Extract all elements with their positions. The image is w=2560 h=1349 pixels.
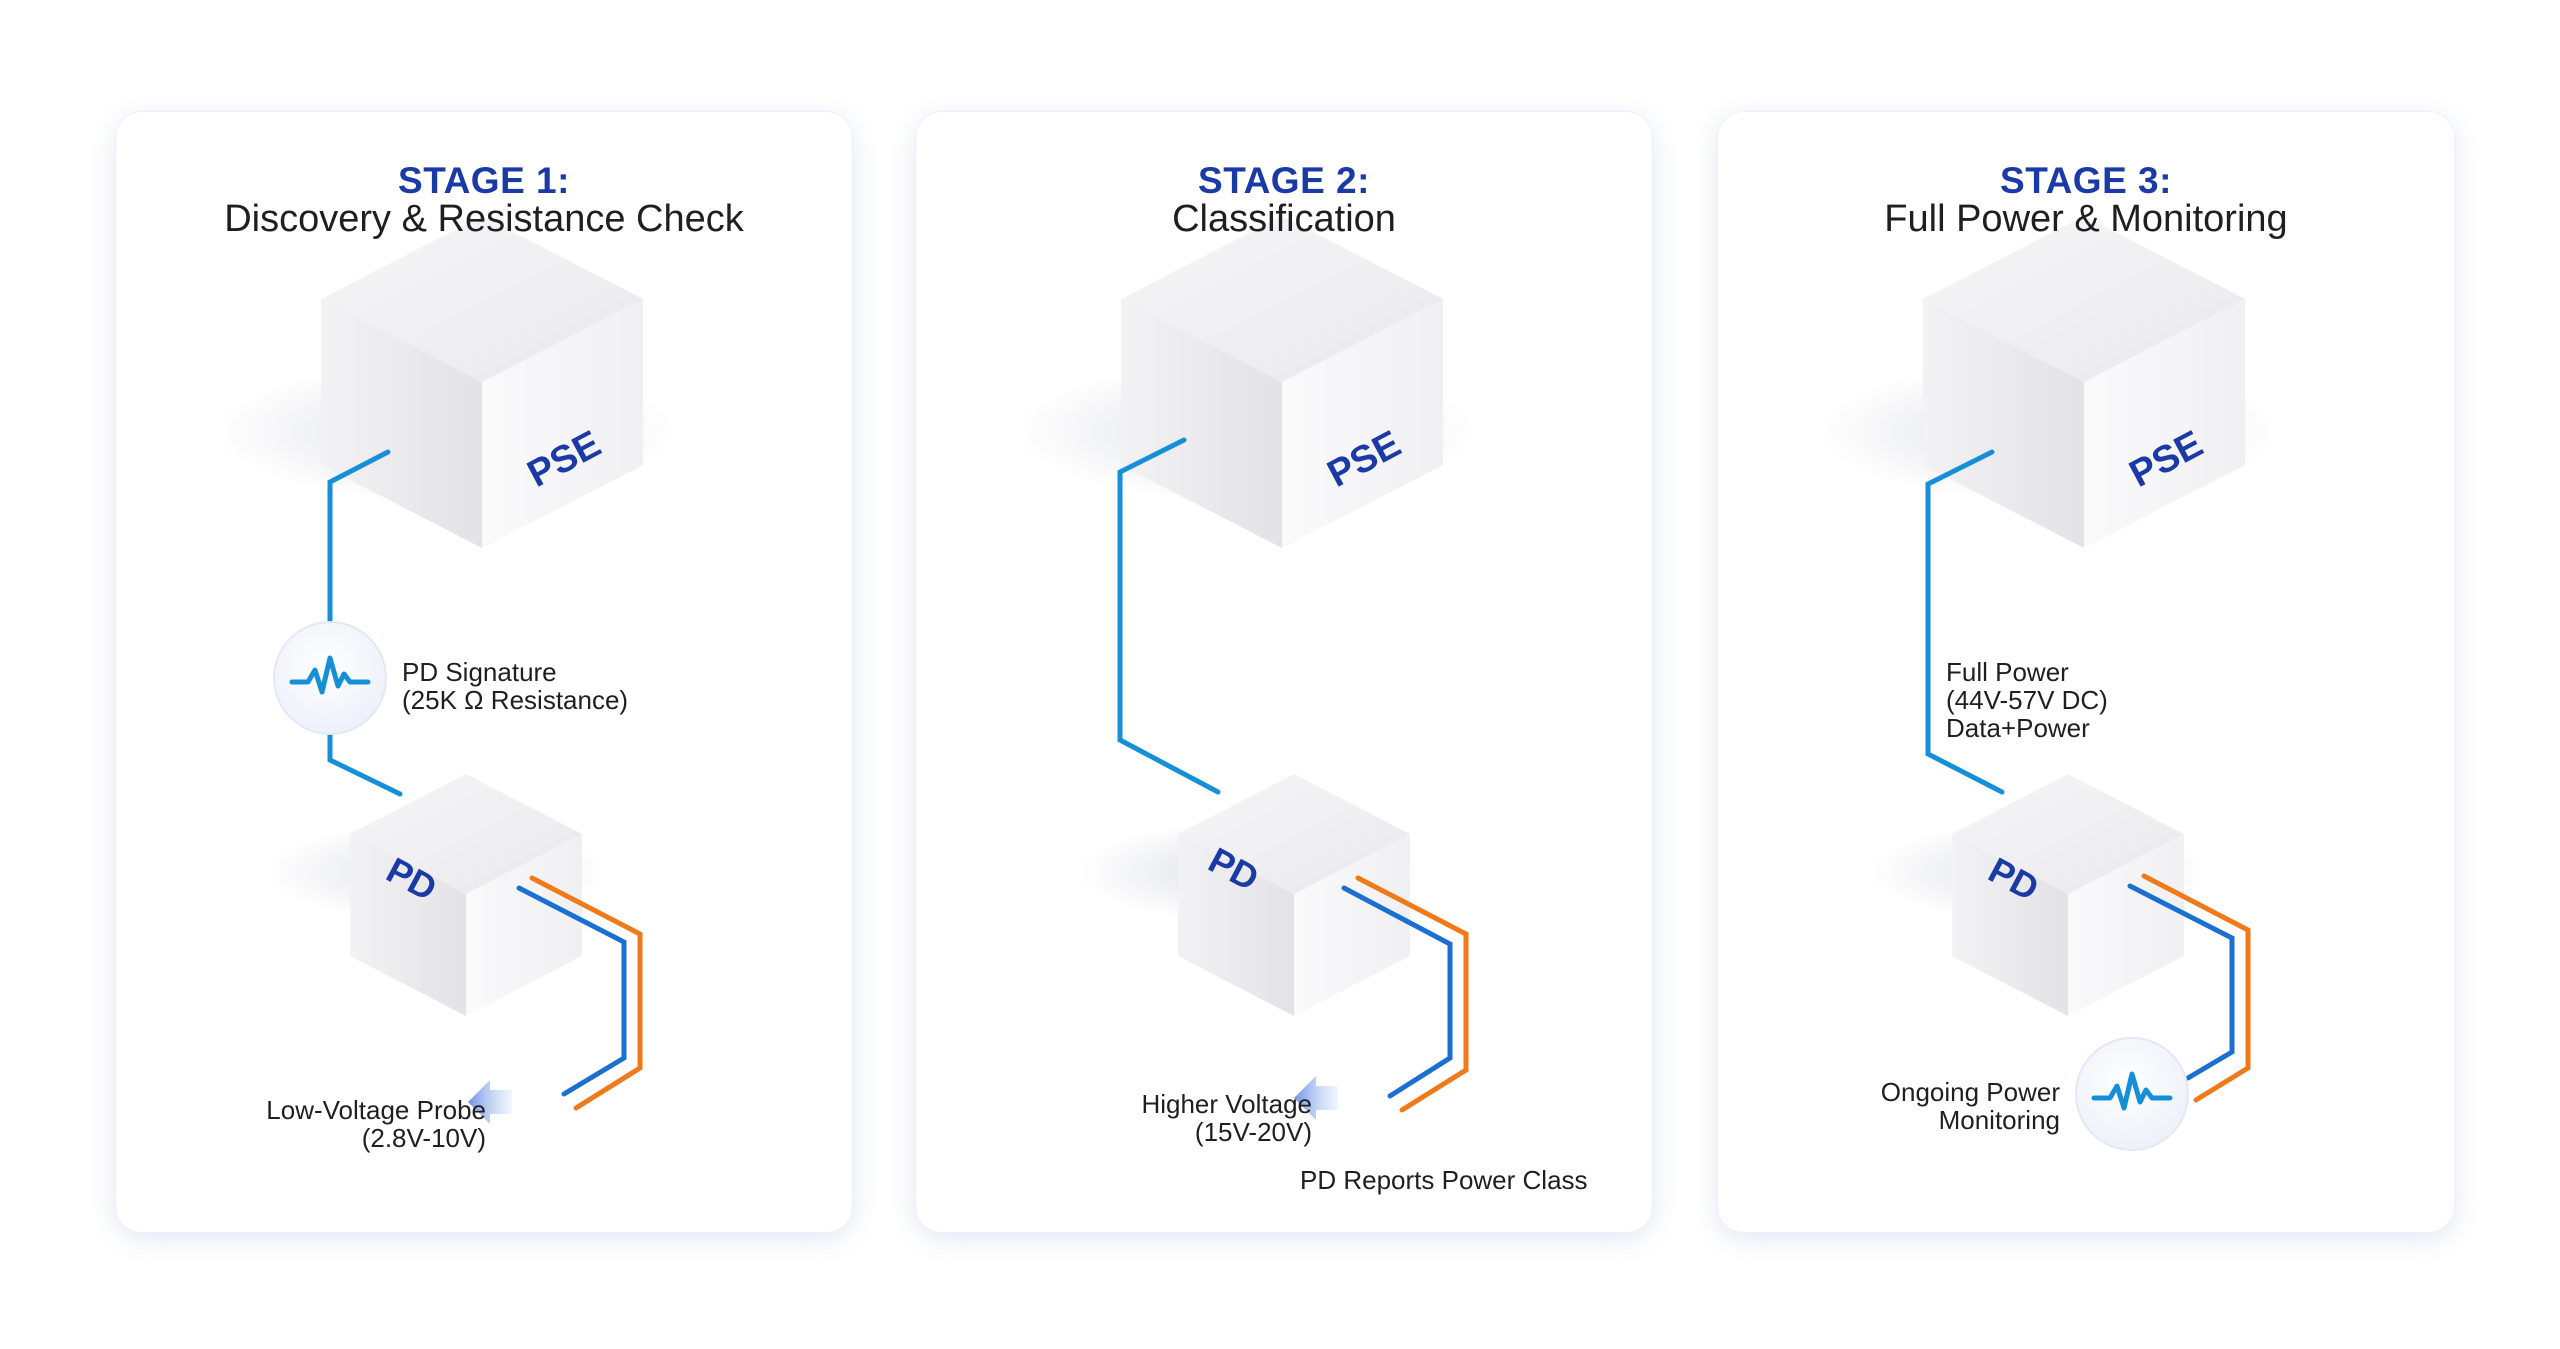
pse-box: PSE <box>216 216 676 548</box>
output-cable-blue <box>1341 885 1453 1099</box>
stage-subtitle: Discovery & Resistance Check <box>224 198 744 240</box>
ethernet-cable <box>1117 437 1221 795</box>
pulse-wave-icon <box>273 621 387 735</box>
stage-2-panel: PSE PD STAGE 2: Classification Higher Vo… <box>916 112 1652 1232</box>
output-cable-orange <box>2141 873 2251 1103</box>
stage-subtitle: Classification <box>1172 198 1396 240</box>
stage-3-diagram: PSE PD <box>1818 216 2278 1151</box>
pse-box: PSE <box>1016 216 1476 548</box>
pd-signature-label: PD Signature (25K Ω Resistance) <box>402 657 629 715</box>
arrow-left-icon <box>468 1080 512 1124</box>
ethernet-cable <box>327 449 391 655</box>
stage-3-panel: PSE PD STAGE 3: Full Power & Monitoring … <box>1718 112 2454 1232</box>
stage-title: STAGE 3: <box>2000 160 2172 201</box>
pd-box: PD <box>266 774 606 1016</box>
ethernet-cable <box>1925 449 2005 795</box>
stage-1-diagram: PSE PD <box>216 216 676 1124</box>
power-monitoring-label: Ongoing Power Monitoring <box>1880 1077 2060 1135</box>
output-cable-orange <box>1355 875 1469 1113</box>
output-cable-orange <box>529 875 643 1111</box>
stage-title: STAGE 2: <box>1198 160 1370 201</box>
power-class-label: PD Reports Power Class <box>1300 1165 1588 1195</box>
low-voltage-probe-label: Low-Voltage Probe (2.8V-10V) <box>266 1095 486 1153</box>
pse-box: PSE <box>1818 216 2278 548</box>
stage-2-diagram: PSE PD <box>1016 216 1476 1120</box>
output-cable-blue <box>516 885 627 1097</box>
stage-1-panel: PSE PD STAGE 1: Discovery & Resistance C… <box>116 112 852 1232</box>
stage-subtitle: Full Power & Monitoring <box>1884 198 2288 240</box>
arrow-left-icon <box>1294 1076 1338 1120</box>
pulse-wave-icon <box>2075 1037 2189 1151</box>
higher-voltage-label: Higher Voltage (15V-20V) <box>1141 1089 1312 1147</box>
output-cable-blue <box>2127 883 2235 1081</box>
full-power-label: Full Power (44V-57V DC) Data+Power <box>1946 657 2108 743</box>
stage-title: STAGE 1: <box>398 160 570 201</box>
pd-box: PD <box>1076 774 1416 1016</box>
pd-box: PD <box>1868 774 2208 1016</box>
